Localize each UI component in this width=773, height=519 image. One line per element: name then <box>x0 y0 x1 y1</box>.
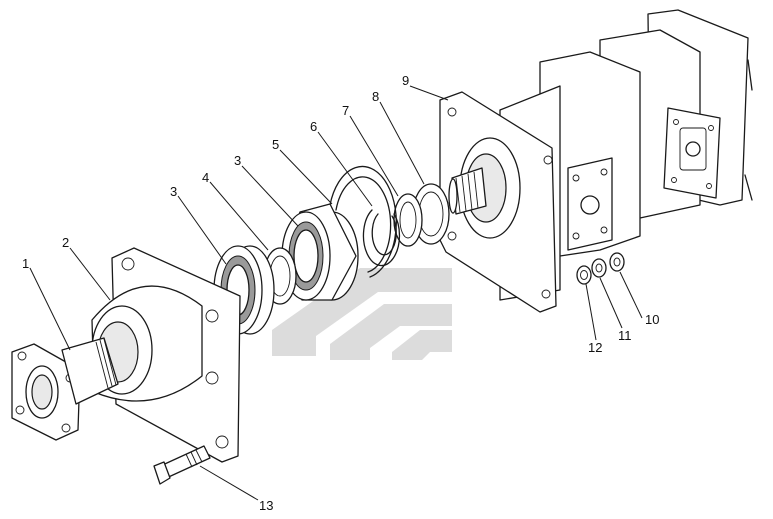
shaft-flange-1 <box>11 337 119 441</box>
callout-13: 13 <box>259 498 273 513</box>
washer-12 <box>576 265 592 285</box>
callout-7: 7 <box>342 103 349 118</box>
callout-9: 9 <box>402 73 409 88</box>
rear-port <box>679 127 707 171</box>
callout-11: 11 <box>618 328 632 343</box>
callout-12: 12 <box>588 340 602 355</box>
callout-10: 10 <box>645 312 659 327</box>
nut-10 <box>609 252 625 272</box>
retaining-rings <box>393 183 450 247</box>
pump-assembly <box>439 9 753 313</box>
callout-8: 8 <box>372 89 379 104</box>
bolt-13 <box>153 445 211 485</box>
washer-11 <box>591 258 607 278</box>
callout-4: 4 <box>202 170 209 185</box>
callout-2: 2 <box>62 235 69 250</box>
leader-lines <box>29 85 643 501</box>
callout-labels: 1 2 3 4 3 5 6 7 8 9 10 11 12 13 <box>22 73 659 513</box>
watermark-logo <box>272 268 452 360</box>
callout-1: 1 <box>22 256 29 271</box>
callout-5: 5 <box>272 137 279 152</box>
housing-2 <box>91 247 241 463</box>
callout-3-left: 3 <box>170 184 177 199</box>
snap-ring-5 <box>329 165 397 278</box>
washers-and-nut <box>576 252 625 285</box>
callout-3-right: 3 <box>234 153 241 168</box>
callout-6: 6 <box>310 119 317 134</box>
